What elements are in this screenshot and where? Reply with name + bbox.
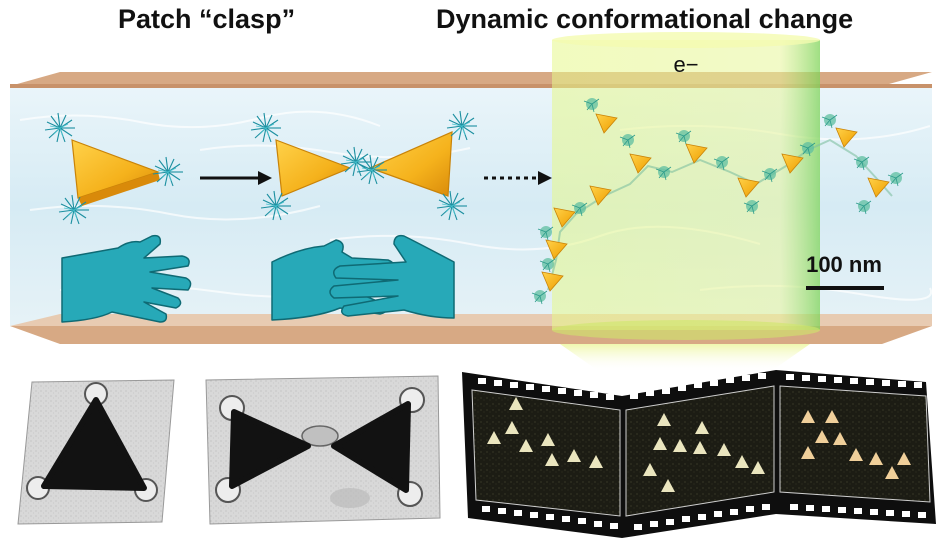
- tem-image-single: [17, 379, 175, 525]
- film-strip-icon: [462, 370, 936, 538]
- dotted-arrow-icon: [484, 171, 552, 185]
- clasped-hands-icon: [271, 234, 455, 321]
- electron-beam: [552, 40, 820, 330]
- solid-arrow-icon: [200, 171, 272, 185]
- nanoprism-chain: [531, 97, 904, 305]
- dynamic-change-title: Dynamic conformational change: [436, 4, 854, 34]
- hand-icon: [61, 234, 192, 323]
- single-nanoprism: [44, 112, 184, 225]
- projection-cone: [560, 344, 810, 372]
- electron-beam-label: e−: [673, 52, 698, 77]
- scale-bar-label: 100 nm: [806, 252, 882, 277]
- patch-clasp-title: Patch “clasp”: [118, 4, 296, 34]
- clasped-nanoprism-pair: [250, 110, 478, 221]
- tem-image-dimer: [205, 375, 441, 525]
